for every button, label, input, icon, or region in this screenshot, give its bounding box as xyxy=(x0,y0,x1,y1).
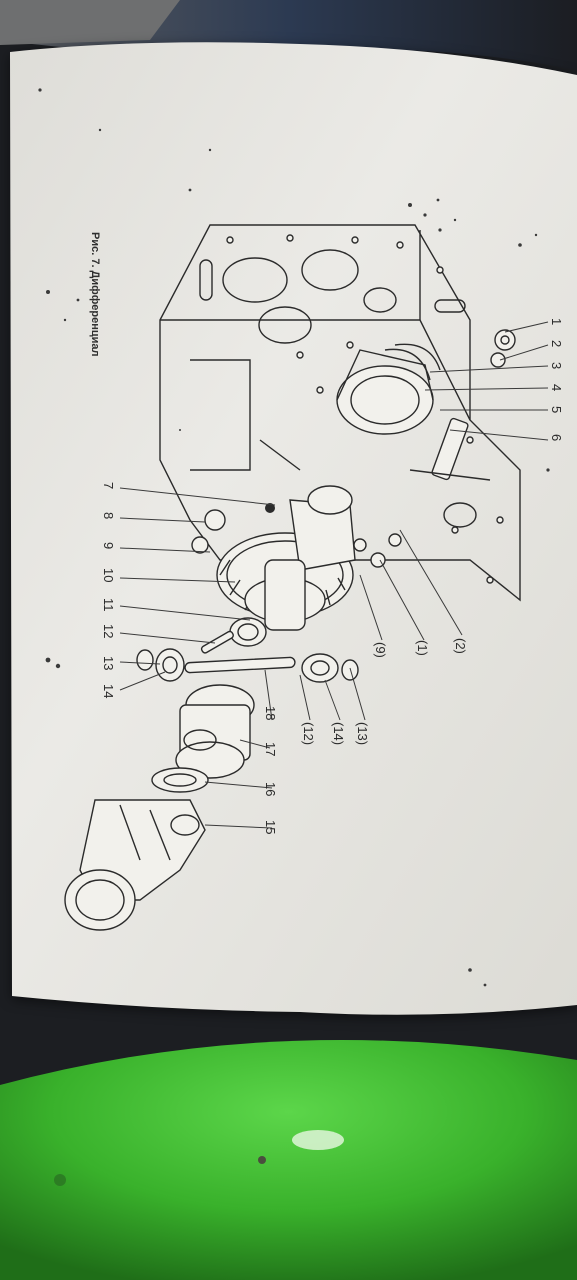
figure-caption: Рис. 7. Дифференциал xyxy=(89,232,101,357)
label-16: 16 xyxy=(263,782,278,796)
label-5: 5 xyxy=(549,406,564,413)
label-17: 17 xyxy=(263,742,278,756)
label-p9: (9) xyxy=(373,642,388,658)
label-p1: (1) xyxy=(415,640,430,656)
label-4: 4 xyxy=(549,384,564,391)
label-2: 2 xyxy=(549,340,564,347)
car-seat-texture xyxy=(0,0,180,45)
labels-column: 7 8 9 10 11 12 13 14 xyxy=(101,482,116,698)
label-12: 12 xyxy=(101,624,116,638)
green-ball xyxy=(0,1040,577,1280)
label-1: 1 xyxy=(549,318,564,325)
label-p2: (2) xyxy=(453,638,468,654)
labels-bottom: 18 17 16 15 xyxy=(263,706,278,834)
label-p14: (14) xyxy=(331,722,346,745)
labels-top: 1 2 3 4 5 6 xyxy=(549,318,564,441)
label-11: 11 xyxy=(101,598,116,612)
label-14: 14 xyxy=(101,684,116,698)
label-10: 10 xyxy=(101,568,116,582)
labels-parenthesized: (2) (1) (9) (13) (14) (12) xyxy=(301,638,468,745)
label-13: 13 xyxy=(101,656,116,670)
label-6: 6 xyxy=(549,434,564,441)
label-8: 8 xyxy=(101,512,116,519)
label-15: 15 xyxy=(263,820,278,834)
label-p12: (12) xyxy=(301,722,316,745)
label-p13: (13) xyxy=(355,722,370,745)
label-3: 3 xyxy=(549,362,564,369)
differential-exploded-illustration xyxy=(64,224,549,931)
label-9: 9 xyxy=(101,542,116,549)
ink-specks xyxy=(38,88,550,987)
label-7: 7 xyxy=(101,482,116,489)
label-18: 18 xyxy=(263,706,278,720)
